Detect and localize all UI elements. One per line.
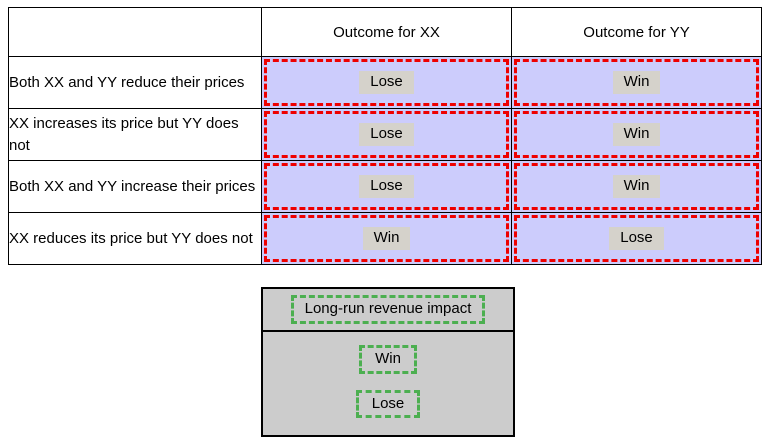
outcome-badge: Win [612, 70, 661, 95]
outcome-badge: Lose [359, 70, 414, 95]
scenario-cell: Both XX and YY increase their prices [8, 160, 262, 213]
outcome-cell-yy: Lose [511, 212, 762, 265]
legend-item-lose: Lose [355, 389, 421, 418]
legend-body: Win Lose [263, 332, 513, 435]
outcome-cell-xx: Lose [261, 56, 512, 109]
outcome-badge: Lose [359, 174, 414, 199]
table-row: XX increases its price but YY does not L… [8, 108, 762, 161]
outcome-cell-xx: Lose [261, 108, 512, 161]
table-row: XX reduces its price but YY does not Win… [8, 212, 762, 265]
table-row: Both XX and YY increase their prices Los… [8, 160, 762, 213]
table-row: Both XX and YY reduce their prices Lose … [8, 56, 762, 109]
legend-title: Long-run revenue impact [290, 295, 486, 324]
payoff-table-body: Both XX and YY reduce their prices Lose … [8, 56, 762, 265]
scenario-cell: XX reduces its price but YY does not [8, 212, 262, 265]
header-cell-outcome-xx: Outcome for XX [261, 7, 512, 57]
outcome-badge: Win [612, 174, 661, 199]
payoff-table: Outcome for XX Outcome for YY Both XX an… [8, 7, 762, 265]
outcome-cell-yy: Win [511, 160, 762, 213]
outcome-cell-xx: Lose [261, 160, 512, 213]
payoff-table-header: Outcome for XX Outcome for YY [8, 7, 762, 57]
legend-box: Long-run revenue impact Win Lose [261, 287, 515, 437]
outcome-badge: Lose [609, 226, 664, 251]
legend-item-win: Win [359, 345, 417, 374]
header-cell-blank [8, 7, 262, 57]
header-row: Outcome for XX Outcome for YY [8, 7, 762, 57]
legend-title-row: Long-run revenue impact [263, 289, 513, 332]
scenario-cell: Both XX and YY reduce their prices [8, 56, 262, 109]
outcome-cell-yy: Win [511, 56, 762, 109]
outcome-badge: Lose [359, 122, 414, 147]
outcome-cell-yy: Win [511, 108, 762, 161]
outcome-badge: Win [362, 226, 411, 251]
outcome-cell-xx: Win [261, 212, 512, 265]
scenario-cell: XX increases its price but YY does not [8, 108, 262, 161]
header-cell-outcome-yy: Outcome for YY [511, 7, 762, 57]
outcome-badge: Win [612, 122, 661, 147]
